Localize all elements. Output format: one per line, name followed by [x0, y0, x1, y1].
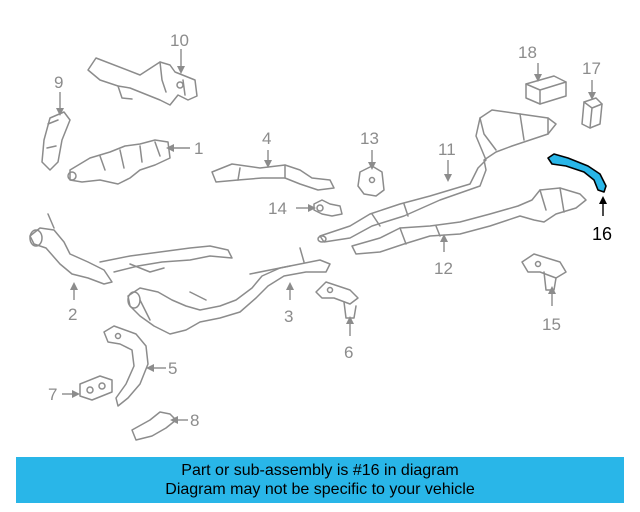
callout-1[interactable]: 1	[194, 139, 203, 158]
part-7-gasket[interactable]	[79, 375, 113, 401]
part-11-rear-muffler-left[interactable]	[317, 109, 557, 243]
info-banner: Part or sub-assembly is #16 in diagram D…	[16, 457, 624, 503]
part-8-heat-shield[interactable]	[131, 411, 177, 441]
callout-3[interactable]: 3	[284, 307, 293, 326]
callout-13[interactable]: 13	[360, 129, 379, 148]
callout-2[interactable]: 2	[68, 305, 77, 324]
banner-line-disclaimer: Diagram may not be specific to your vehi…	[165, 481, 475, 498]
part-2-catalytic-converter[interactable]	[29, 213, 233, 285]
part-5-bracket[interactable]	[103, 325, 149, 407]
callout-14[interactable]: 14	[268, 199, 287, 218]
callout-10[interactable]: 10	[170, 31, 189, 50]
callout-11[interactable]: 11	[438, 140, 456, 159]
part-18-heat-shield[interactable]	[525, 75, 567, 105]
part-10-bracket[interactable]	[87, 57, 198, 106]
callout-16-highlighted[interactable]: 16	[592, 224, 612, 244]
callout-9[interactable]: 9	[54, 73, 63, 92]
callout-12[interactable]: 12	[434, 259, 453, 278]
part-6-hanger-bracket[interactable]	[315, 281, 359, 319]
part-1-exhaust-manifold[interactable]	[67, 139, 171, 185]
callout-4[interactable]: 4	[262, 129, 271, 148]
banner-line-part-number: Part or sub-assembly is #16 in diagram	[181, 462, 459, 479]
callout-7[interactable]: 7	[48, 385, 57, 404]
part-12-rear-muffler-right[interactable]	[351, 187, 587, 255]
part-14-clamp[interactable]	[313, 199, 343, 217]
callout-17[interactable]: 17	[582, 59, 601, 78]
part-15-hanger-bracket[interactable]	[521, 253, 567, 291]
part-17-hanger[interactable]	[581, 97, 603, 129]
part-9-heat-shield[interactable]	[41, 111, 71, 171]
part-4-heat-shield[interactable]	[211, 163, 335, 191]
part-13-bracket[interactable]	[357, 165, 385, 197]
exhaust-system-diagram: 10 9 1 4 13 14 11	[29, 31, 612, 441]
callout-15[interactable]: 15	[542, 315, 561, 334]
part-16-bracket-highlighted[interactable]	[547, 153, 607, 193]
callout-18[interactable]: 18	[518, 43, 537, 62]
callout-8[interactable]: 8	[190, 411, 199, 430]
callout-6[interactable]: 6	[344, 343, 353, 362]
callout-5[interactable]: 5	[168, 359, 177, 378]
part-3-intermediate-pipe[interactable]	[127, 247, 331, 335]
